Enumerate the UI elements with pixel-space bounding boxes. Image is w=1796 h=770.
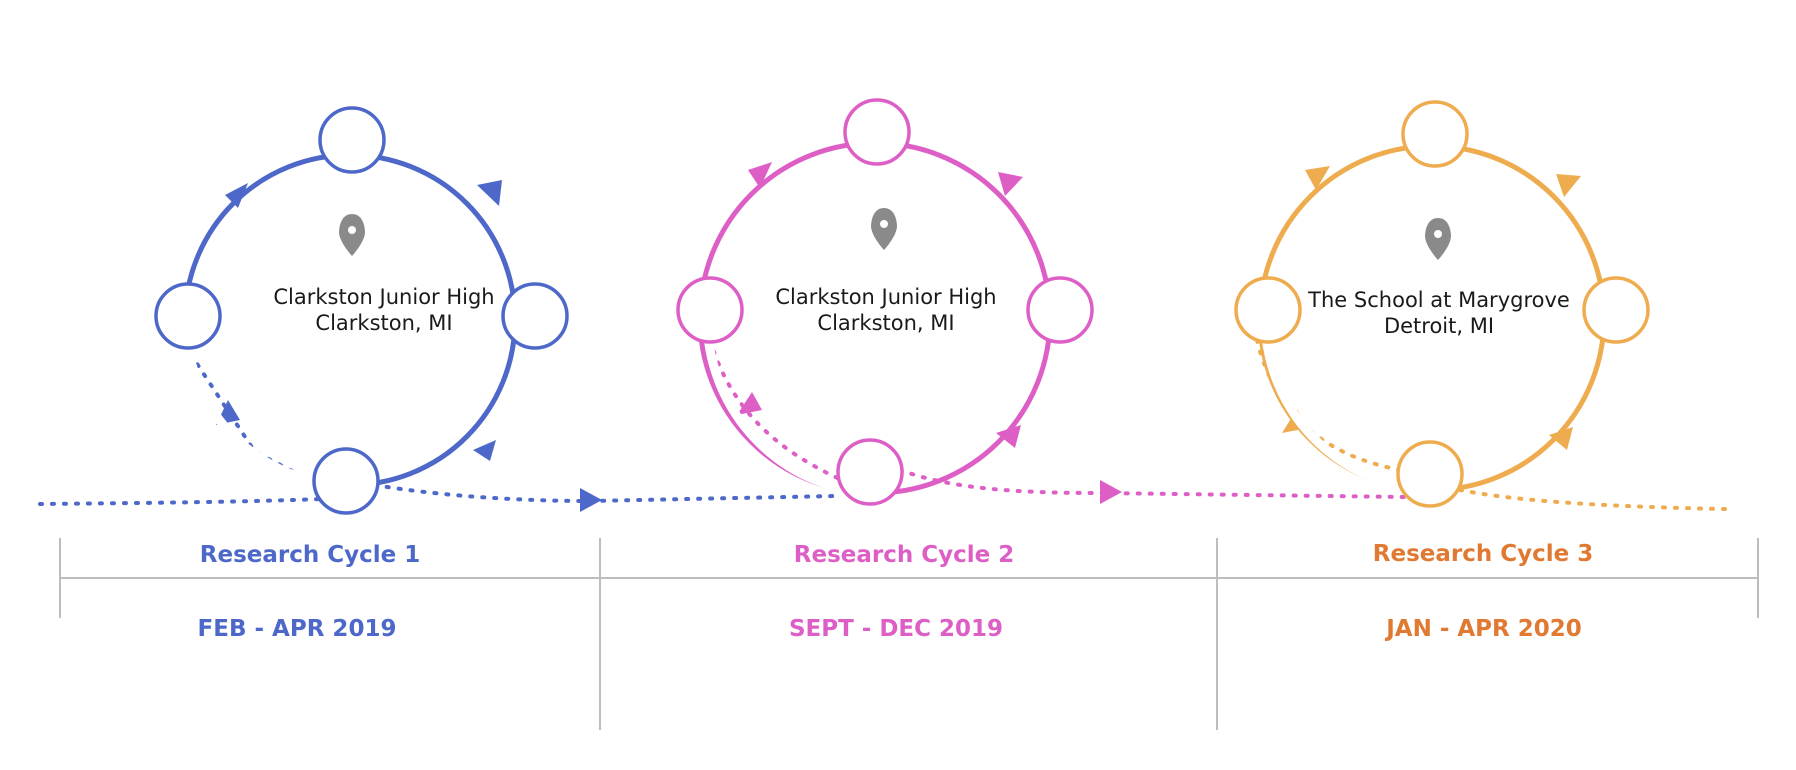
cycle-3-node-top [1401, 100, 1469, 168]
cycle-1-diagram [154, 106, 569, 515]
connector-cycle-2-to-3 [898, 468, 1407, 499]
school-name: The School at Marygrove [1308, 288, 1570, 312]
location-pin-icon [339, 214, 365, 256]
ring-arrow [996, 425, 1021, 448]
connector-out-of-cycle-3 [1458, 488, 1727, 511]
cycle-1-location: Clarkston Junior High Clarkston, MI [273, 284, 494, 336]
ring-arrow [477, 180, 502, 206]
ring-arrow [473, 440, 496, 461]
cycle-3-node-right [1582, 276, 1650, 344]
cycle-2-diagram [676, 98, 1094, 506]
cycle-1-title: Research Cycle 1 [199, 542, 421, 568]
cycle-1-node-top [318, 106, 386, 174]
timeline-table [59, 538, 1759, 730]
ring-arrow [998, 172, 1023, 196]
city-name: Clarkston, MI [315, 311, 453, 335]
cycle-3-dates: JAN - APR 2020 [1386, 616, 1582, 642]
cycle-1-exit-connector [186, 348, 347, 500]
ring-arrow [1556, 174, 1581, 197]
city-name: Detroit, MI [1383, 314, 1495, 338]
cycle-2-dates: SEPT - DEC 2019 [788, 616, 1004, 642]
ring-arrow [1549, 427, 1573, 450]
cycle-1-node-right [501, 282, 569, 350]
cycle-3-node-bottom [1396, 440, 1464, 508]
cycle-2-location: Clarkston Junior High Clarkston, MI [775, 284, 996, 336]
ring-arrow [748, 162, 772, 188]
arrow-triangle [1100, 480, 1122, 504]
ring-arrow [1305, 166, 1330, 190]
school-name: Clarkston Junior High [775, 285, 997, 309]
cycle-1-dates: FEB - APR 2019 [197, 616, 397, 642]
cycle-1-node-bottom [312, 447, 380, 515]
arrow-triangle [737, 392, 762, 415]
cycle-3-title: Research Cycle 3 [1372, 541, 1594, 567]
cycle-2-node-top [843, 98, 911, 166]
cycle-3-diagram [1234, 100, 1650, 508]
ring-gap-mask [1261, 335, 1431, 495]
cycle-2-node-right [1026, 276, 1094, 344]
location-pin-icon [871, 208, 897, 250]
cycle-2-node-left [676, 276, 744, 344]
cycle-3-node-left [1234, 276, 1302, 344]
cycle-3-location: The School at Marygrove Detroit, MI [1308, 287, 1570, 339]
ring-arrow [225, 183, 248, 208]
location-pin-icon [1425, 218, 1451, 260]
connector-into-cycle-1 [38, 496, 347, 506]
ring-gap-mask [703, 335, 873, 498]
connector-cycle-1-to-2 [373, 483, 837, 504]
cycle-1-node-left [154, 282, 222, 350]
arrow-triangle [580, 488, 602, 512]
city-name: Clarkston, MI [817, 311, 955, 335]
cycle-2-title: Research Cycle 2 [793, 542, 1015, 568]
cycle-2-node-bottom [836, 438, 904, 506]
school-name: Clarkston Junior High [273, 285, 495, 309]
